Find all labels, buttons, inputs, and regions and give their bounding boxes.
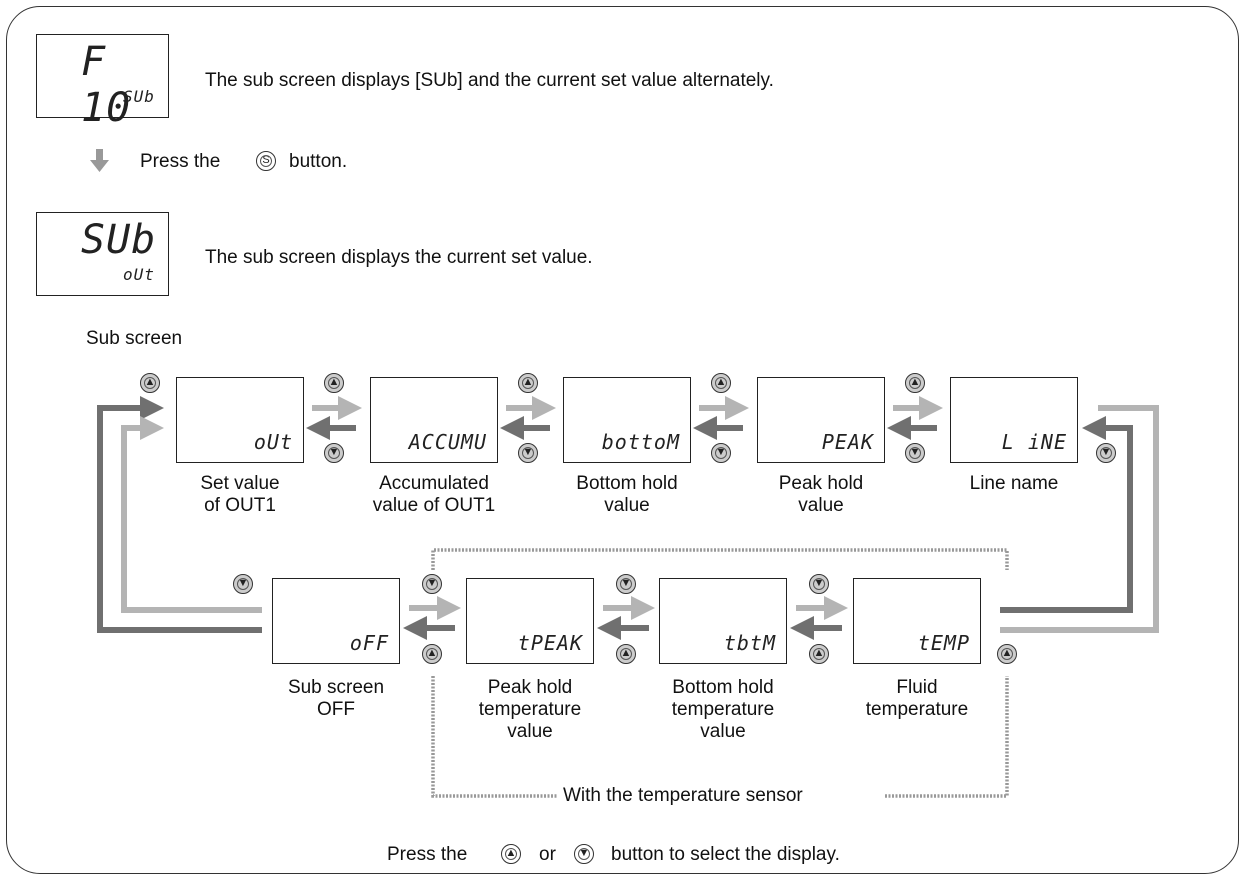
down-button-icon: ▼ bbox=[574, 844, 594, 864]
lcd-main-text: SUb bbox=[81, 217, 157, 263]
up-button-icon: ▲ bbox=[422, 644, 442, 664]
up-button-icon: ▲ bbox=[809, 644, 829, 664]
lcd-peak-hold: PEAK bbox=[757, 377, 885, 463]
up-button-icon: ▲ bbox=[905, 373, 925, 393]
down-button-icon: ▼ bbox=[518, 443, 538, 463]
lcd-accumulated: ACCUMU bbox=[370, 377, 498, 463]
caption-line: Bottom hold bbox=[576, 473, 678, 494]
caption-line: temperature bbox=[865, 699, 969, 720]
down-button-icon: ▼ bbox=[324, 443, 344, 463]
row1-arrows bbox=[306, 396, 943, 440]
up-button-icon: ▲ bbox=[518, 373, 538, 393]
content-frame bbox=[6, 6, 1239, 874]
up-button-icon: ▲ bbox=[711, 373, 731, 393]
lcd-fluid-temp: tEMP bbox=[853, 578, 981, 664]
down-button-icon: ▼ bbox=[233, 574, 253, 594]
lcd-code: PEAK bbox=[821, 430, 874, 454]
lcd-peak-hold-temp: tPEAK bbox=[466, 578, 594, 664]
temperature-sensor-label: With the temperature sensor bbox=[563, 785, 803, 806]
caption-line: of OUT1 bbox=[204, 495, 276, 516]
up-button-icon: ▲ bbox=[140, 373, 160, 393]
lcd-sub-screen-off: oFF bbox=[272, 578, 400, 664]
up-button-icon: ▲ bbox=[616, 644, 636, 664]
up-button-icon: ▲ bbox=[324, 373, 344, 393]
lcd-sub: SUb oUt bbox=[36, 212, 169, 296]
lcd-set-value-out1: oUt bbox=[176, 377, 304, 463]
lcd-code: oFF bbox=[349, 631, 389, 655]
footer-prefix: Press the bbox=[387, 844, 468, 865]
caption-line: temperature bbox=[478, 699, 582, 720]
down-button-icon: ▼ bbox=[905, 443, 925, 463]
caption-line: Peak hold bbox=[778, 473, 864, 494]
lcd-bottom-hold: bottoM bbox=[563, 377, 691, 463]
caption-line: OFF bbox=[317, 699, 355, 720]
lcd-sub-text: oUt bbox=[123, 265, 155, 284]
step1-text: The sub screen displays [SUb] and the cu… bbox=[205, 70, 774, 91]
caption-line: Fluid bbox=[896, 677, 938, 698]
caption-line: Set value bbox=[200, 473, 280, 494]
up-button-icon: ▲ bbox=[501, 844, 521, 864]
row2-arrows bbox=[403, 596, 848, 640]
down-button-icon: ▼ bbox=[809, 574, 829, 594]
caption-line: Accumulated bbox=[379, 473, 489, 494]
footer-middle: or bbox=[539, 844, 556, 865]
lcd-line-name: L iNE bbox=[950, 377, 1078, 463]
caption-line: Peak hold bbox=[487, 677, 573, 698]
caption-line: value bbox=[798, 495, 844, 516]
press-s-suffix: button. bbox=[289, 151, 348, 172]
caption-line: value bbox=[700, 721, 746, 742]
footer-suffix: button to select the display. bbox=[611, 844, 840, 865]
caption-line: value of OUT1 bbox=[372, 495, 496, 516]
lcd-code: ACCUMU bbox=[408, 430, 487, 454]
lcd-code: tEMP bbox=[917, 631, 970, 655]
lcd-sub-text: SUb bbox=[123, 87, 155, 106]
step2-text: The sub screen displays the current set … bbox=[205, 247, 593, 268]
down-button-icon: ▼ bbox=[711, 443, 731, 463]
s-button-icon: S bbox=[256, 151, 276, 171]
down-button-icon: ▼ bbox=[422, 574, 442, 594]
down-button-icon: ▼ bbox=[1096, 443, 1116, 463]
lcd-code: oUt bbox=[253, 430, 293, 454]
caption-line: value bbox=[604, 495, 650, 516]
caption-line: Line name bbox=[969, 473, 1059, 494]
caption-line-name: Line name bbox=[934, 473, 1094, 495]
caption-line: Bottom hold bbox=[672, 677, 774, 698]
lcd-main-text: F 10 bbox=[81, 39, 132, 131]
lcd-f10: F 10 SUb bbox=[36, 34, 169, 131]
caption-line: value bbox=[507, 721, 553, 742]
lcd-bottom-hold-temp: tbtM bbox=[659, 578, 787, 664]
press-s-prefix: Press the bbox=[140, 151, 221, 172]
caption-line: temperature bbox=[671, 699, 775, 720]
lcd-code: bottoM bbox=[601, 430, 680, 454]
lcd-code: L iNE bbox=[1001, 430, 1067, 454]
up-button-icon: ▲ bbox=[997, 644, 1017, 664]
caption-line: Sub screen bbox=[287, 677, 385, 698]
sub-screen-label: Sub screen bbox=[86, 328, 183, 349]
lcd-code: tPEAK bbox=[517, 631, 583, 655]
lcd-code: tbtM bbox=[723, 631, 776, 655]
down-button-icon: ▼ bbox=[616, 574, 636, 594]
